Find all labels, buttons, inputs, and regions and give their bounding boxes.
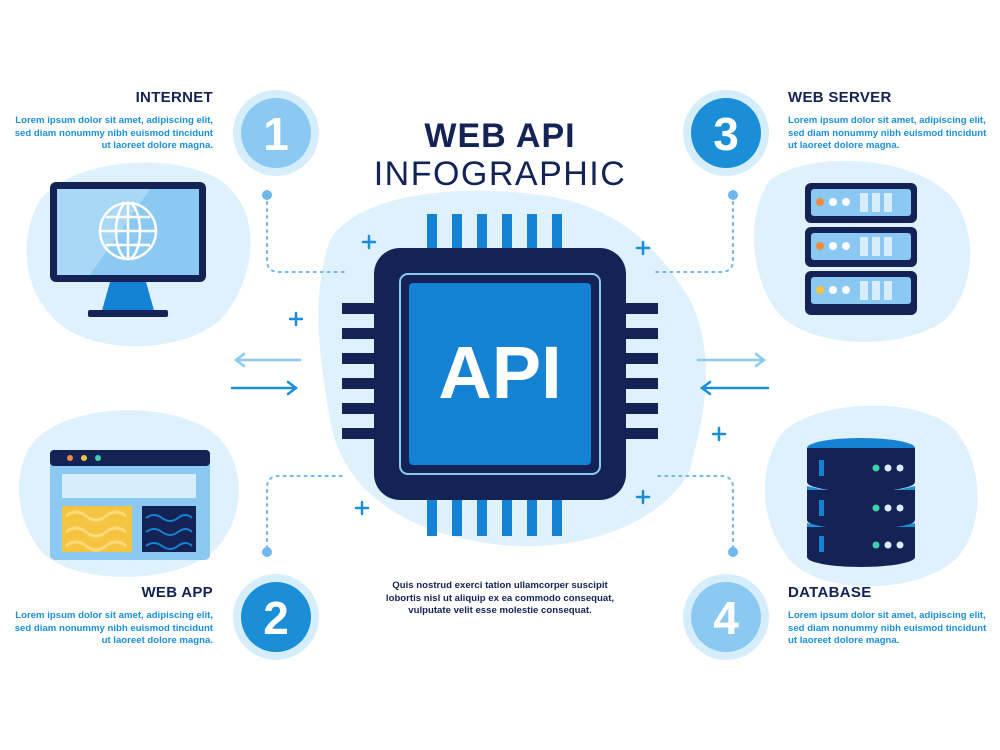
step-number-2: 2 [263, 592, 289, 644]
center-caption: Quis nostrud exerci tation ullamcorper s… [385, 580, 615, 616]
monitor-globe-icon [50, 182, 206, 317]
arrows-left-pair [230, 352, 302, 396]
step-circle-3: 3 [683, 90, 769, 176]
arrows-right-pair [696, 352, 770, 396]
step-text-web-app: Lorem ipsum dolor sit amet, adipiscing e… [14, 610, 213, 646]
step-circle-4: 4 [683, 574, 769, 660]
step-circle-2: 2 [233, 574, 319, 660]
database-icon [807, 438, 915, 567]
dotted-connectors [266, 194, 734, 549]
title-line-1: WEB API [424, 117, 576, 155]
title-line-2: INFOGRAPHIC [373, 155, 627, 193]
browser-window-icon [50, 450, 210, 560]
step-title-internet: INTERNET [135, 89, 213, 106]
step-title-database: DATABASE [788, 584, 872, 601]
step-text-web-server: Lorem ipsum dolor sit amet, adipiscing e… [788, 115, 987, 151]
connector-end-dots [262, 190, 738, 557]
step-number-4: 4 [713, 592, 739, 644]
step-circle-1: 1 [233, 90, 319, 176]
plus-sign-icons [288, 234, 727, 516]
step-title-web-app: WEB APP [141, 584, 213, 601]
step-title-web-server: WEB SERVER [788, 89, 892, 106]
cpu-chip-icon: API [342, 214, 658, 536]
server-rack-icon [805, 183, 917, 315]
page-title: WEB API INFOGRAPHIC [340, 117, 660, 193]
step-number-1: 1 [263, 108, 289, 160]
step-text-internet: Lorem ipsum dolor sit amet, adipiscing e… [14, 115, 213, 151]
step-number-3: 3 [713, 108, 739, 160]
step-text-database: Lorem ipsum dolor sit amet, adipiscing e… [788, 610, 987, 646]
chip-label: API [438, 331, 561, 414]
